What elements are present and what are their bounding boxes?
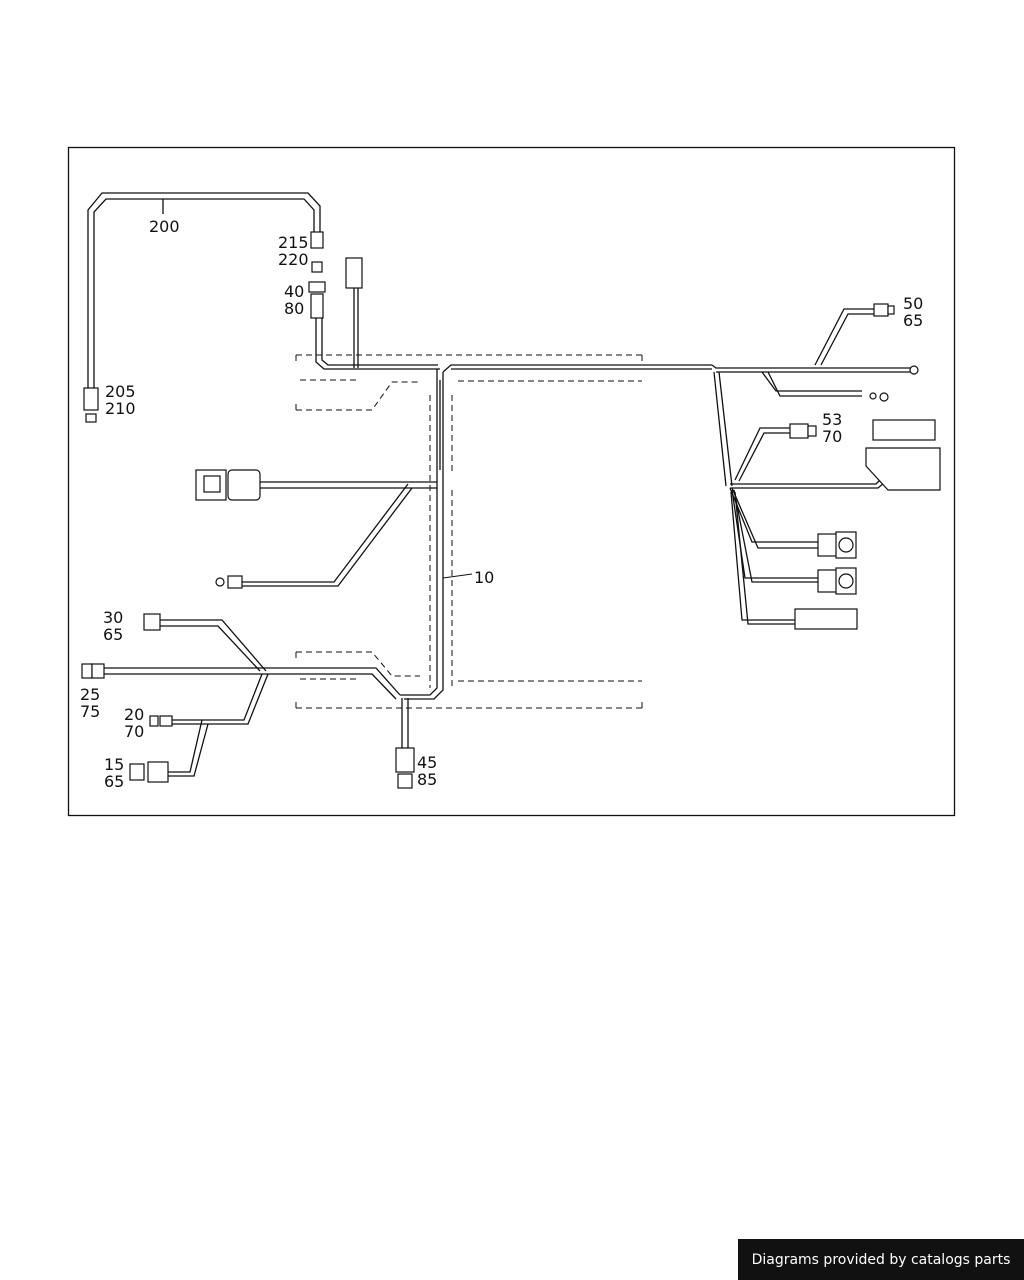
connector-210 <box>85 413 97 423</box>
round-connector-b-face <box>838 573 854 589</box>
harness-cables <box>87 192 912 777</box>
label-15: 15 <box>104 755 124 774</box>
multi-pin-connector-top <box>872 419 936 441</box>
connector-75 <box>91 663 105 679</box>
label-65c: 65 <box>104 772 124 791</box>
diagram-frame <box>67 146 956 817</box>
label-45: 45 <box>417 753 437 772</box>
label-70a: 70 <box>822 427 842 446</box>
round-connector-a <box>817 533 839 557</box>
small-round-connector <box>879 392 889 402</box>
connector-85 <box>397 773 413 789</box>
label-30: 30 <box>103 608 123 627</box>
label-40: 40 <box>284 282 304 301</box>
connector-25 <box>81 663 93 679</box>
label-210: 210 <box>105 399 136 418</box>
connector-45 <box>395 747 415 773</box>
label-80: 80 <box>284 299 304 318</box>
label-205: 205 <box>105 382 136 401</box>
connector-215 <box>310 231 324 249</box>
connector-top-plug <box>345 257 363 289</box>
connector-220 <box>311 261 323 273</box>
connectors <box>81 231 941 789</box>
connector-20 <box>149 715 159 727</box>
label-20: 20 <box>124 705 144 724</box>
connector-65a <box>887 305 895 315</box>
connector-50 <box>873 303 889 317</box>
connector-205 <box>83 387 99 411</box>
small-round-connector-b <box>869 392 877 400</box>
label-220: 220 <box>278 250 309 269</box>
ring-terminal <box>909 365 919 375</box>
mounting-outline <box>295 354 643 709</box>
connector-40 <box>308 281 326 293</box>
label-65b: 65 <box>103 625 123 644</box>
round-connector-left <box>215 577 225 587</box>
round-connector-b <box>817 569 839 593</box>
leader-10 <box>442 573 473 579</box>
label-215: 215 <box>278 233 309 252</box>
label-85: 85 <box>417 770 437 789</box>
round-connector-left-body <box>227 575 243 589</box>
connector-65c <box>147 761 169 783</box>
connector-70b <box>159 715 173 727</box>
connector-30 <box>143 613 161 631</box>
label-25: 25 <box>80 685 100 704</box>
plug-socket-left-inner <box>203 475 221 493</box>
round-connector-a-face <box>838 537 854 553</box>
ecu-housing <box>865 447 941 491</box>
connector-70a <box>807 425 817 437</box>
label-50: 50 <box>903 294 923 313</box>
label-53: 53 <box>822 410 842 429</box>
label-65a: 65 <box>903 311 923 330</box>
label-200: 200 <box>149 217 180 236</box>
label-70b: 70 <box>124 722 144 741</box>
plug-socket-right <box>227 469 261 501</box>
label-75: 75 <box>80 702 100 721</box>
label-10: 10 <box>474 568 494 587</box>
connector-15 <box>129 763 145 781</box>
part-labels: 10 200 215 220 40 80 205 210 50 65 53 70… <box>80 217 923 791</box>
multi-pin-connector-bottom <box>794 608 858 630</box>
credit-banner: Diagrams provided by catalogs parts <box>738 1239 1024 1280</box>
connector-80 <box>310 293 324 319</box>
connector-53 <box>789 423 809 439</box>
